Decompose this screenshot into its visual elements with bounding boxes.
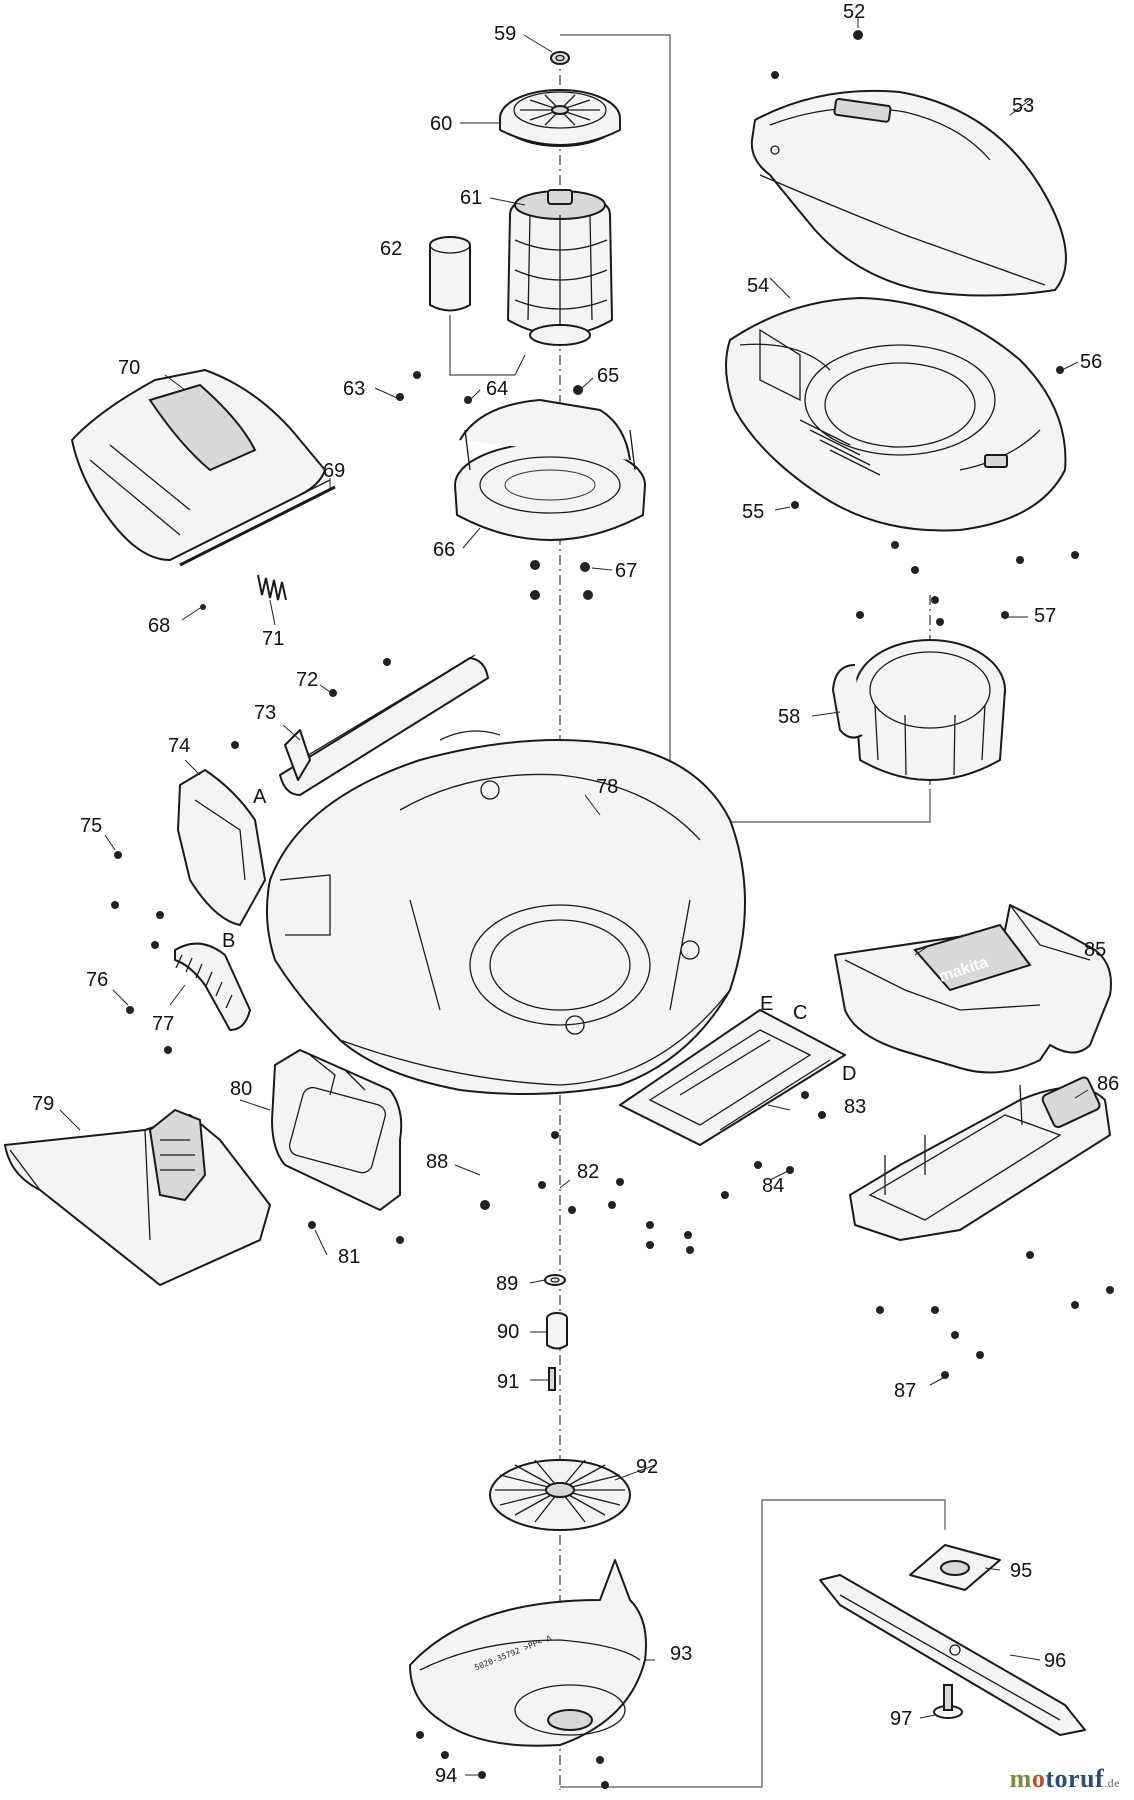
reference-letters: A B C D E bbox=[222, 786, 856, 1085]
assembly-frame-blade bbox=[560, 1499, 946, 1788]
part-label-68: 68 bbox=[148, 615, 170, 637]
part-label-63: 63 bbox=[343, 378, 365, 400]
part-label-77: 77 bbox=[152, 1013, 174, 1035]
part-label-55: 55 bbox=[742, 501, 764, 523]
part-label-64: 64 bbox=[486, 378, 508, 400]
part-label-58: 58 bbox=[778, 706, 800, 728]
part-label-95: 95 bbox=[1010, 1560, 1032, 1582]
part-label-54: 54 bbox=[747, 275, 769, 297]
key-pin-91 bbox=[548, 1367, 556, 1391]
part-label-59: 59 bbox=[494, 23, 516, 45]
blade-guard-93: 5020-35792 >PP< ∆ bbox=[409, 1559, 647, 1747]
part-label-80: 80 bbox=[230, 1078, 252, 1100]
reference-letter-e: E bbox=[760, 993, 773, 1015]
top-fan-60 bbox=[499, 89, 621, 147]
part-label-97: 97 bbox=[890, 1708, 912, 1730]
battery-cover-85: makita bbox=[834, 904, 1112, 1074]
part-label-72: 72 bbox=[296, 669, 318, 691]
watermark-text: toruf bbox=[1045, 1764, 1105, 1793]
part-label-74: 74 bbox=[168, 735, 190, 757]
cooling-fan-92 bbox=[489, 1459, 631, 1531]
cover-housing-54 bbox=[725, 297, 1067, 532]
part-label-90: 90 bbox=[497, 1321, 519, 1343]
part-label-62: 62 bbox=[380, 238, 402, 260]
top-cover-53 bbox=[750, 89, 1067, 297]
rear-plate-82 bbox=[619, 1009, 846, 1146]
reference-letter-a: A bbox=[253, 786, 267, 808]
watermark-tld: .de bbox=[1104, 1776, 1120, 1790]
part-label-96: 96 bbox=[1044, 1650, 1066, 1672]
part-number-labels: 52 53 54 55 56 57 58 59 60 61 62 63 64 6… bbox=[32, 1, 1119, 1787]
part-label-56: 56 bbox=[1080, 351, 1102, 373]
motor-61 bbox=[507, 189, 613, 346]
part-label-81: 81 bbox=[338, 1246, 360, 1268]
mower-deck-78 bbox=[265, 730, 746, 1095]
washer-89 bbox=[544, 1274, 566, 1286]
spring-71 bbox=[257, 574, 287, 601]
capacitor-wire bbox=[449, 315, 526, 376]
reference-letter-c: C bbox=[793, 1002, 807, 1024]
part-label-52: 52 bbox=[843, 1, 865, 23]
motor-mount-66 bbox=[454, 399, 646, 541]
part-label-65: 65 bbox=[597, 365, 619, 387]
part-label-89: 89 bbox=[496, 1273, 518, 1295]
part-label-83: 83 bbox=[844, 1096, 866, 1118]
blade-bolt-97 bbox=[933, 1684, 963, 1719]
rod-69 bbox=[179, 485, 336, 567]
capacitor-62 bbox=[429, 236, 471, 312]
part-label-61: 61 bbox=[460, 187, 482, 209]
fastener-screws bbox=[111, 30, 1114, 1789]
part-label-79: 79 bbox=[32, 1093, 54, 1115]
part-label-86: 86 bbox=[1097, 1073, 1119, 1095]
adapter-90 bbox=[546, 1312, 568, 1350]
part-label-76: 76 bbox=[86, 969, 108, 991]
battery-tray-86 bbox=[849, 1076, 1111, 1241]
part-label-75: 75 bbox=[80, 815, 102, 837]
top-nut-59 bbox=[550, 51, 570, 65]
side-bracket-74 bbox=[177, 769, 266, 926]
part-label-70: 70 bbox=[118, 357, 140, 379]
part-label-57: 57 bbox=[1034, 605, 1056, 627]
part-label-71: 71 bbox=[262, 628, 284, 650]
part-label-88: 88 bbox=[426, 1151, 448, 1173]
part-label-53: 53 bbox=[1012, 95, 1034, 117]
part-label-60: 60 bbox=[430, 113, 452, 135]
part-label-85: 85 bbox=[1084, 939, 1106, 961]
reference-letter-d: D bbox=[842, 1063, 856, 1085]
reference-letter-b: B bbox=[222, 930, 235, 952]
part-label-67: 67 bbox=[615, 560, 637, 582]
part-label-66: 66 bbox=[433, 539, 455, 561]
part-label-87: 87 bbox=[894, 1380, 916, 1402]
mower-blade-96 bbox=[819, 1574, 1086, 1736]
part-label-82: 82 bbox=[577, 1161, 599, 1183]
motoruf-watermark: motoruf.de bbox=[1009, 1764, 1120, 1793]
part-label-92: 92 bbox=[636, 1456, 658, 1478]
part-label-93: 93 bbox=[670, 1643, 692, 1665]
bracket-cover-70 bbox=[71, 369, 331, 561]
comb-77 bbox=[174, 942, 251, 1031]
part-label-91: 91 bbox=[497, 1371, 519, 1393]
motor-cap-58 bbox=[832, 639, 1006, 781]
grass-chute-79 bbox=[4, 1108, 271, 1286]
part-label-73: 73 bbox=[254, 702, 276, 724]
leader-lines bbox=[59, 18, 1089, 1776]
rear-bracket-73 bbox=[279, 654, 489, 796]
part-label-84: 84 bbox=[762, 1175, 784, 1197]
rear-flap-80 bbox=[271, 1049, 403, 1211]
part-label-78: 78 bbox=[596, 776, 618, 798]
part-label-94: 94 bbox=[435, 1765, 457, 1787]
blade-holder-95 bbox=[909, 1544, 1001, 1591]
part-label-69: 69 bbox=[323, 460, 345, 482]
